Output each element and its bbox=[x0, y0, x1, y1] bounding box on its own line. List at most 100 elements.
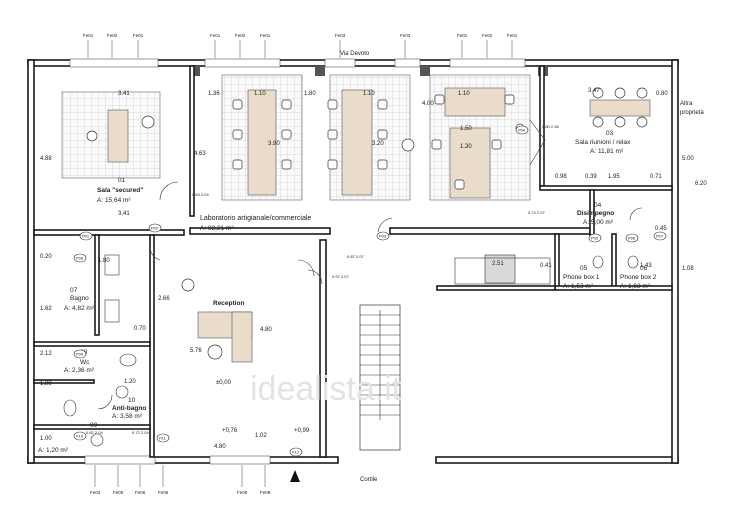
room-09-label: 09 A: 1,20 m² bbox=[38, 422, 98, 454]
svg-text:1.43: 1.43 bbox=[640, 263, 652, 269]
svg-text:0.87 2.07: 0.87 2.07 bbox=[347, 254, 364, 259]
svg-text:2.12: 2.12 bbox=[40, 351, 52, 357]
window-tag: Fe01 bbox=[133, 33, 144, 38]
svg-text:1.02: 1.02 bbox=[255, 433, 267, 439]
door-tag: P06 bbox=[628, 236, 636, 241]
door-tag-marker bbox=[156, 433, 170, 443]
svg-text:0.39: 0.39 bbox=[585, 174, 597, 180]
svg-text:1.10: 1.10 bbox=[363, 91, 375, 97]
svg-text:0.63 2.04: 0.63 2.04 bbox=[192, 192, 209, 197]
svg-text:0.72 2.04: 0.72 2.04 bbox=[132, 430, 149, 435]
svg-text:A: 15,64 m²: A: 15,64 m² bbox=[97, 197, 131, 204]
svg-text:Wc: Wc bbox=[80, 359, 90, 366]
svg-text:4.80: 4.80 bbox=[214, 444, 226, 450]
svg-text:Phone box 1: Phone box 1 bbox=[563, 274, 600, 281]
door-tag: P12 bbox=[292, 450, 300, 455]
door-tag-marker bbox=[73, 431, 87, 441]
chair bbox=[141, 115, 155, 129]
door-tag: P10 bbox=[76, 434, 84, 439]
plant bbox=[181, 278, 195, 292]
svg-text:3.90: 3.90 bbox=[268, 141, 280, 147]
svg-text:1.30: 1.30 bbox=[460, 144, 472, 150]
svg-text:1.95: 1.95 bbox=[608, 174, 620, 180]
door-tag-marker bbox=[376, 231, 390, 241]
svg-text:1.20: 1.20 bbox=[124, 379, 136, 385]
door-swings bbox=[97, 181, 643, 410]
watermark: idealista.it bbox=[250, 370, 402, 408]
svg-text:4.80: 4.80 bbox=[260, 327, 272, 333]
door-tag-marker bbox=[73, 349, 87, 359]
window-tag: Fe01 bbox=[507, 33, 518, 38]
svg-text:1.08: 1.08 bbox=[682, 266, 694, 272]
svg-text:A: 1,53 m²: A: 1,53 m² bbox=[563, 283, 594, 290]
window-tag: Fe04 bbox=[90, 490, 101, 495]
bathroom-fixtures bbox=[63, 254, 639, 447]
window-tag: Fe06 bbox=[158, 490, 169, 495]
entrance-arrow-icon bbox=[290, 470, 300, 482]
room-04-label: 04 Disimpegno A: 5,00 m² bbox=[577, 202, 614, 226]
level-markers: ±0,00 +0,76 +0,99 bbox=[216, 380, 310, 434]
svg-text:1.62: 1.62 bbox=[40, 306, 52, 312]
svg-text:0.80: 0.80 bbox=[656, 91, 668, 97]
door-tag: P02 bbox=[151, 226, 159, 231]
meeting-room-angled-wall bbox=[529, 119, 546, 166]
svg-text:1.36: 1.36 bbox=[208, 91, 220, 97]
svg-text:0.45: 0.45 bbox=[655, 226, 667, 232]
svg-text:6.20: 6.20 bbox=[695, 181, 707, 187]
meeting-chairs bbox=[592, 87, 648, 128]
window-tag: Fe05 bbox=[113, 490, 124, 495]
svg-text:A: 5,00 m²: A: 5,00 m² bbox=[583, 219, 614, 226]
svg-text:Sala "secured": Sala "secured" bbox=[97, 187, 143, 194]
svg-text:05: 05 bbox=[580, 265, 588, 272]
svg-text:0.20: 0.20 bbox=[40, 254, 52, 260]
lab-chairs bbox=[232, 94, 525, 190]
svg-text:Bagno: Bagno bbox=[70, 295, 89, 302]
door-tag-marker bbox=[148, 223, 162, 233]
svg-text:3,41: 3,41 bbox=[118, 211, 130, 217]
svg-text:±0,00: ±0,00 bbox=[216, 380, 232, 386]
door-tag-marker bbox=[653, 231, 667, 241]
svg-text:0.80 2.36: 0.80 2.36 bbox=[542, 124, 559, 129]
reception-desk-return bbox=[231, 311, 253, 363]
window-tag: Fe01 bbox=[210, 33, 221, 38]
svg-text:04: 04 bbox=[594, 202, 602, 209]
svg-text:A: 1,20 m²: A: 1,20 m² bbox=[38, 447, 69, 454]
other-property-label-2: proprietà bbox=[680, 110, 704, 116]
svg-text:3.47: 3.47 bbox=[588, 88, 600, 94]
svg-text:06: 06 bbox=[640, 265, 648, 272]
svg-text:Laboratorio artigianale/commer: Laboratorio artigianale/commerciale bbox=[200, 215, 311, 222]
outer-walls bbox=[27, 58, 679, 465]
svg-text:1.10: 1.10 bbox=[254, 91, 266, 97]
door-tag: P01 bbox=[82, 234, 90, 239]
svg-text:0.98: 0.98 bbox=[555, 174, 567, 180]
svg-text:07: 07 bbox=[70, 287, 78, 294]
svg-text:0.70: 0.70 bbox=[134, 326, 146, 332]
svg-text:1.80: 1.80 bbox=[98, 258, 110, 264]
room-07-label: 07 Bagno A: 4,82 m² bbox=[64, 287, 95, 312]
courtyard-label: Cortile bbox=[360, 477, 378, 483]
svg-text:1.50: 1.50 bbox=[460, 126, 472, 132]
window-tag: Fe02 bbox=[235, 33, 246, 38]
door-tag-marker bbox=[289, 447, 303, 457]
other-property-label: Altra bbox=[680, 101, 693, 107]
room-02-label: Laboratorio artigianale/commerciale A: 8… bbox=[200, 215, 311, 232]
window-tag: Fe03 bbox=[400, 33, 411, 38]
window-tag: Fe03 bbox=[335, 33, 346, 38]
svg-text:2.66: 2.66 bbox=[158, 296, 170, 302]
window-tag: Fe02 bbox=[107, 33, 118, 38]
svg-text:A: 2,36 m²: A: 2,36 m² bbox=[64, 367, 95, 374]
window-tag: Fe09 bbox=[260, 490, 271, 495]
svg-text:1.88: 1.88 bbox=[40, 381, 52, 387]
svg-text:1.00: 1.00 bbox=[40, 436, 52, 442]
meeting-table bbox=[589, 99, 651, 117]
window-tag: Fe06 bbox=[135, 490, 146, 495]
room-06-label: 06 Phone box 2 A: 1,63 m² bbox=[620, 265, 657, 290]
window-tag: Fe01 bbox=[260, 33, 271, 38]
window-tag: Fe02 bbox=[482, 33, 493, 38]
svg-text:0.74 2.07: 0.74 2.07 bbox=[528, 210, 545, 215]
svg-text:1.10: 1.10 bbox=[458, 91, 470, 97]
door-tag-marker bbox=[79, 231, 93, 241]
room-03-label: 03 Sala riunioni / relax A: 11,81 m² bbox=[575, 130, 631, 155]
svg-text:5.00: 5.00 bbox=[682, 156, 694, 162]
